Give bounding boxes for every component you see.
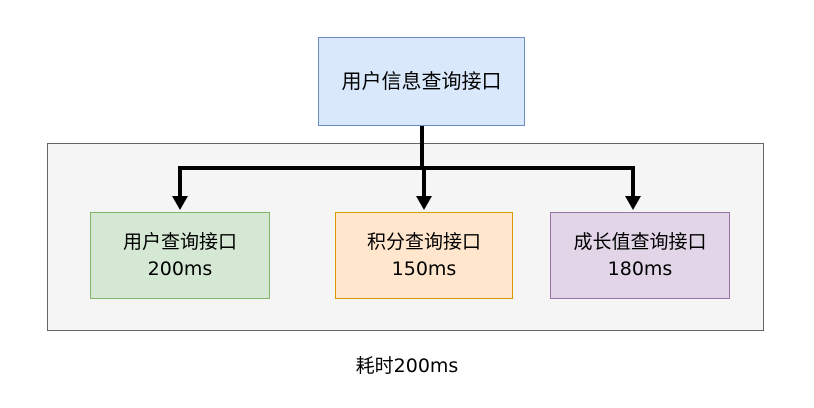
- points-query-api-time: 150ms: [391, 257, 457, 280]
- user-query-api-label: 用户查询接口: [122, 230, 237, 253]
- user-info-query-api-node: 用户信息查询接口: [318, 37, 525, 126]
- root-node-label: 用户信息查询接口: [341, 69, 502, 93]
- growth-query-api-label: 成长值查询接口: [573, 230, 707, 253]
- growth-query-api-time: 180ms: [607, 257, 673, 280]
- points-query-api-label: 积分查询接口: [366, 230, 481, 253]
- growth-query-api-node: 成长值查询接口 180ms: [550, 212, 730, 299]
- total-time-label: 耗时200ms: [355, 355, 459, 377]
- user-query-api-node: 用户查询接口 200ms: [90, 212, 270, 299]
- user-query-api-time: 200ms: [147, 257, 213, 280]
- points-query-api-node: 积分查询接口 150ms: [335, 212, 513, 299]
